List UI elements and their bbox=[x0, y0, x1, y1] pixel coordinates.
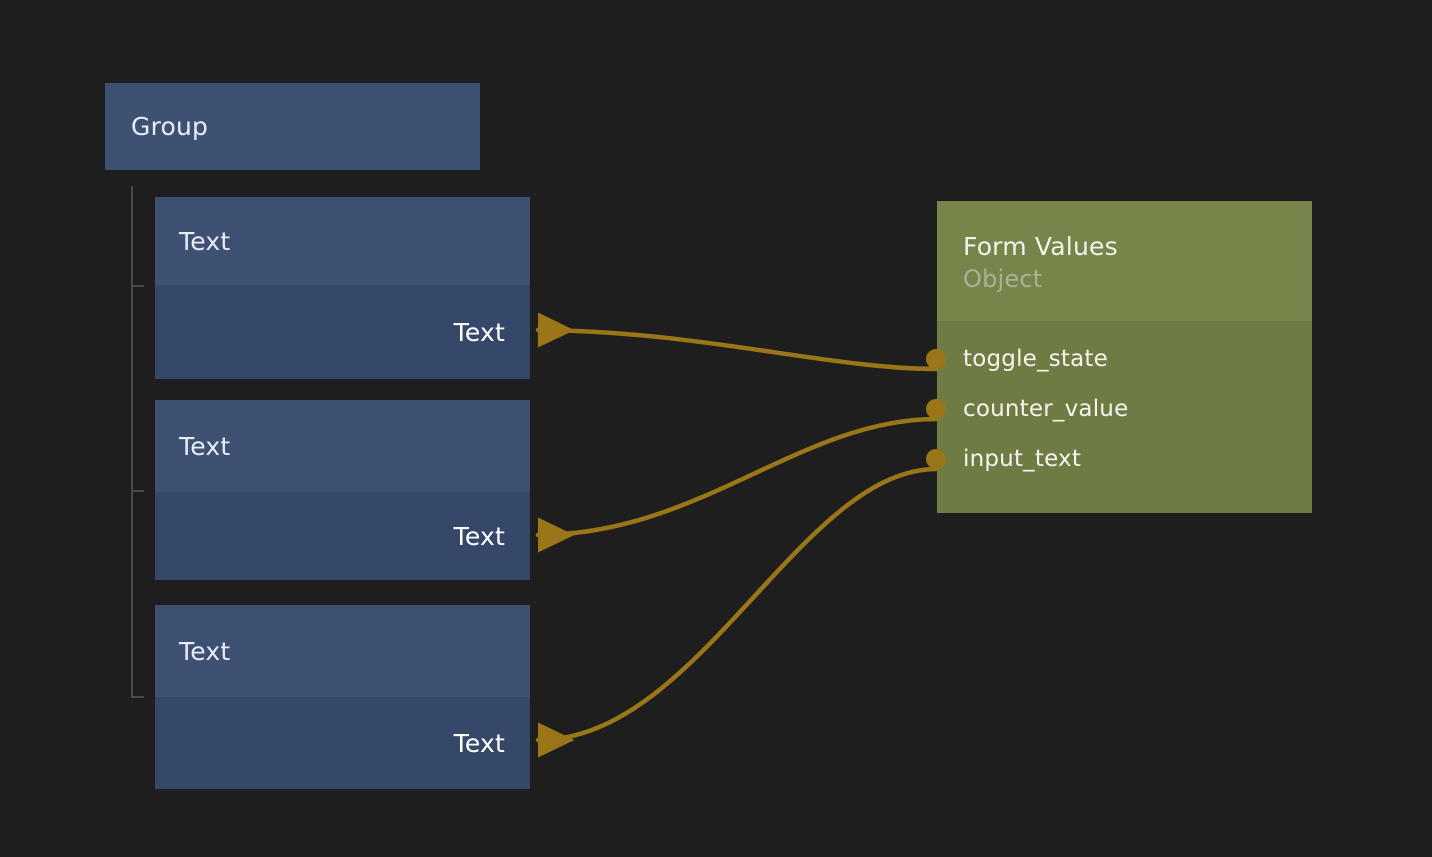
text-node-3[interactable]: Text Text bbox=[155, 605, 530, 789]
group-node[interactable]: Group bbox=[105, 83, 480, 170]
tree-guide-branch-3 bbox=[131, 696, 144, 698]
text-node-1-body[interactable]: Text bbox=[155, 285, 530, 379]
form-values-node-header[interactable]: Form Values Object bbox=[937, 201, 1312, 321]
form-values-node-subtitle: Object bbox=[963, 265, 1043, 293]
edge-counter-value bbox=[535, 416, 940, 553]
tree-guide-vertical bbox=[131, 186, 133, 698]
form-values-field-list: toggle_state counter_value input_text bbox=[926, 321, 1312, 484]
field-row-toggle-state[interactable]: toggle_state bbox=[926, 334, 1312, 384]
field-label-input-text: input_text bbox=[963, 446, 1082, 472]
output-port-icon-toggle-state[interactable] bbox=[926, 349, 946, 369]
text-node-3-header-label: Text bbox=[179, 636, 231, 666]
edge-toggle-state bbox=[535, 312, 940, 372]
output-port-icon-counter-value[interactable] bbox=[926, 399, 946, 419]
field-label-toggle-state: toggle_state bbox=[963, 346, 1108, 372]
text-node-2-body-label: Text bbox=[453, 521, 505, 551]
tree-guide-branch-2 bbox=[131, 490, 144, 492]
edge-input-text bbox=[535, 466, 940, 758]
text-node-2-header-label: Text bbox=[179, 431, 231, 461]
field-row-input-text[interactable]: input_text bbox=[926, 434, 1312, 484]
form-values-node-title: Form Values bbox=[963, 232, 1118, 261]
text-node-2[interactable]: Text Text bbox=[155, 400, 530, 580]
text-node-2-header[interactable]: Text bbox=[155, 400, 530, 492]
field-row-counter-value[interactable]: counter_value bbox=[926, 384, 1312, 434]
form-values-node[interactable]: Form Values Object toggle_state counter_… bbox=[926, 201, 1312, 513]
text-node-1-body-label: Text bbox=[453, 317, 505, 347]
text-node-1-header[interactable]: Text bbox=[155, 197, 530, 285]
group-node-title: Group bbox=[131, 112, 209, 141]
text-node-3-body-label: Text bbox=[453, 728, 505, 758]
field-label-counter-value: counter_value bbox=[963, 396, 1129, 422]
text-node-1-header-label: Text bbox=[179, 226, 231, 256]
tree-guide-branch-1 bbox=[131, 285, 144, 287]
text-node-1[interactable]: Text Text bbox=[155, 197, 530, 379]
text-node-3-body[interactable]: Text bbox=[155, 697, 530, 789]
text-node-2-body[interactable]: Text bbox=[155, 492, 530, 580]
text-node-3-header[interactable]: Text bbox=[155, 605, 530, 697]
output-port-icon-input-text[interactable] bbox=[926, 449, 946, 469]
